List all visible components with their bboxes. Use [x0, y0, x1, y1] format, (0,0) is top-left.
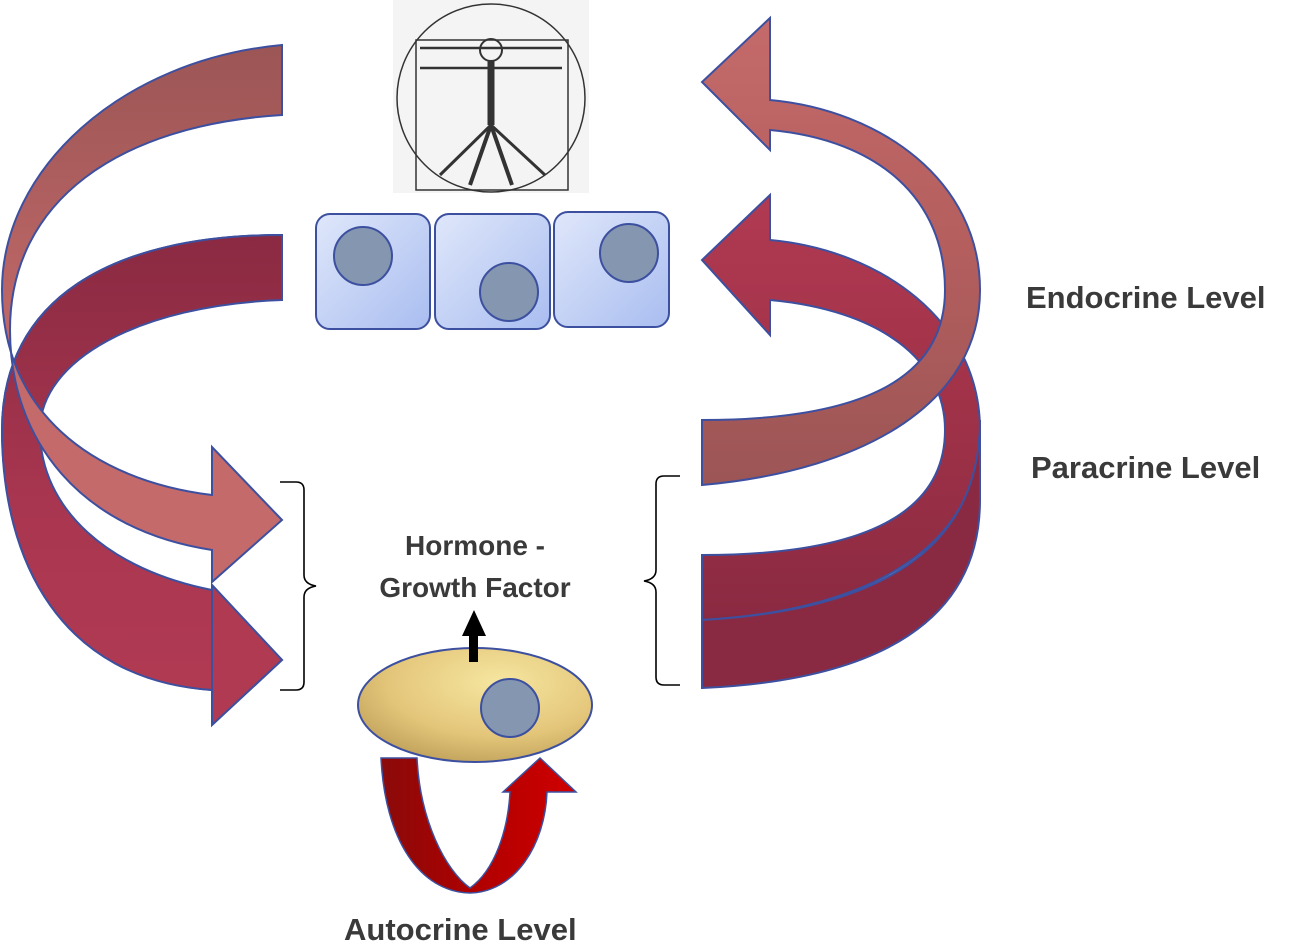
- vitruvian-man-icon: [393, 0, 589, 193]
- autocrine-arrow: [380, 756, 578, 894]
- endocrine-arrow-left: [0, 43, 284, 585]
- hormone-label-line1: Hormone -: [405, 530, 545, 561]
- secreting-cell-icon: [357, 647, 593, 763]
- endocrine-level-label: Endocrine Level: [1026, 280, 1266, 315]
- right-brace: [643, 475, 680, 686]
- left-brace: [280, 481, 317, 691]
- paracrine-arrow-left-body: [0, 233, 283, 692]
- hormone-growth-factor-label: Hormone - Growth Factor: [365, 525, 585, 609]
- paracrine-level-label: Paracrine Level: [1031, 450, 1261, 485]
- paracrine-arrow-left-head: [211, 582, 284, 728]
- autocrine-level-label: Autocrine Level: [344, 912, 577, 947]
- endocrine-arrow-right: [700, 15, 982, 487]
- paracrine-arrow-right-lower: [701, 419, 981, 690]
- paracrine-arrow-right: [700, 192, 982, 622]
- epithelial-cells-icon: [315, 211, 670, 330]
- secretion-arrow-icon: [462, 610, 486, 662]
- hormone-label-line2: Growth Factor: [379, 572, 571, 603]
